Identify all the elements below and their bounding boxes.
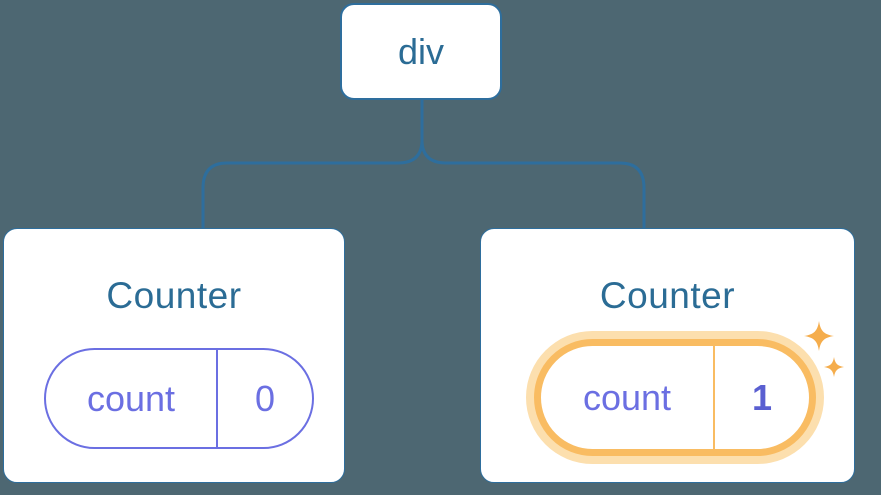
state-key-label: count: [46, 350, 218, 447]
sparkle-small-star: [824, 357, 844, 377]
counter-title: Counter: [599, 275, 736, 316]
sparkle-large-star: [804, 321, 834, 351]
state-pill-count-0: count 0: [44, 348, 314, 449]
counter-node-right: Counter count 1: [480, 228, 855, 483]
state-value: 0: [254, 377, 276, 419]
root-node-label: div: [397, 30, 445, 72]
state-key-label: count: [541, 346, 715, 449]
counter-title: Counter: [106, 275, 242, 316]
root-node-div: div: [340, 3, 502, 100]
connector-left-branch: [201, 100, 424, 228]
state-pill-count-1-highlighted: count 1: [534, 339, 816, 456]
connector-right-branch: [420, 100, 646, 228]
state-value-updated: 1: [751, 376, 773, 418]
sparkle-icon: [804, 321, 844, 377]
counter-node-left: Counter count 0: [3, 228, 345, 483]
